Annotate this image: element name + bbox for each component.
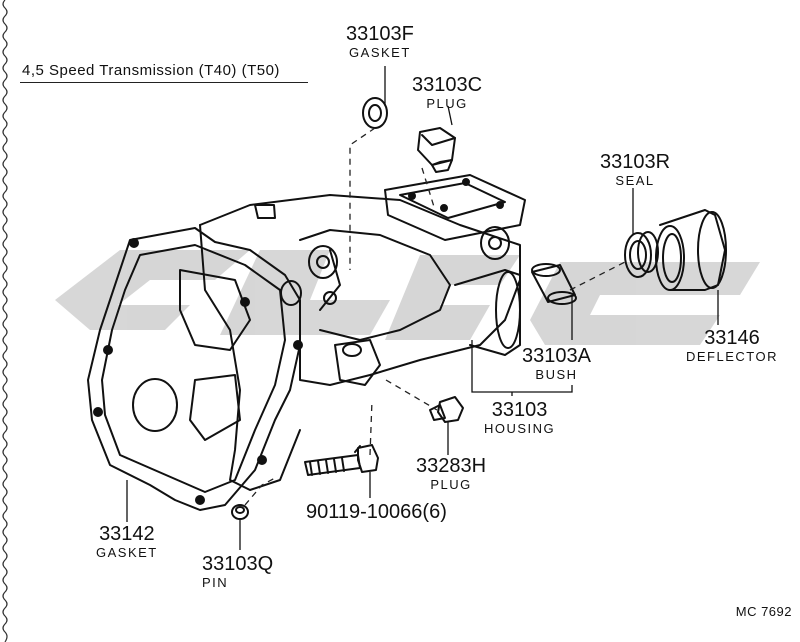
part-label-90119-10066: 90119-10066(6) [306, 502, 447, 522]
part-name: PLUG [426, 96, 468, 111]
part-label-33283h: 33283H PLUG [416, 456, 486, 491]
part-number: 33103F [346, 23, 414, 45]
part-number: 33146 [704, 327, 760, 349]
part-label-33103f: 33103F GASKET [346, 24, 414, 59]
part-name: PIN [202, 575, 229, 590]
gasket-outline [87, 227, 301, 511]
part-name: DEFLECTOR [686, 349, 778, 364]
diagram-title: 4,5 Speed Transmission (T40) (T50) [22, 62, 280, 79]
perforated-edge [2, 0, 8, 642]
title-underline [20, 82, 308, 83]
part-label-33103a: 33103A BUSH [522, 346, 591, 381]
housing-body [199, 194, 521, 386]
part-number: 33103C [412, 74, 483, 96]
part-name: GASKET [96, 545, 158, 560]
part-name: SEAL [615, 173, 655, 188]
part-label-33103r: 33103R SEAL [600, 152, 670, 187]
part-label-33103c: 33103C PLUG [412, 75, 482, 110]
part-label-33142: 33142 GASKET [96, 524, 158, 559]
part-number: 33103A [522, 345, 591, 367]
part-name: BUSH [535, 367, 578, 382]
part-label-33103: 33103 HOUSING [484, 400, 555, 435]
part-number: 33283H [416, 455, 487, 477]
part-name: PLUG [430, 477, 472, 492]
part-number: 33103R [600, 151, 671, 173]
part-number: 33142 [99, 523, 155, 545]
part-number: 33103Q [202, 553, 274, 575]
part-label-33146: 33146 DEFLECTOR [686, 328, 778, 363]
drawing-code: MC 7692 [735, 604, 792, 619]
part-name: GASKET [349, 45, 411, 60]
part-label-33103q: 33103Q PIN [202, 554, 273, 589]
part-number: 33103 [491, 399, 548, 421]
part-name: HOUSING [484, 421, 556, 436]
part-number: 90119-10066(6) [306, 501, 447, 523]
watermark-logo [55, 250, 760, 345]
